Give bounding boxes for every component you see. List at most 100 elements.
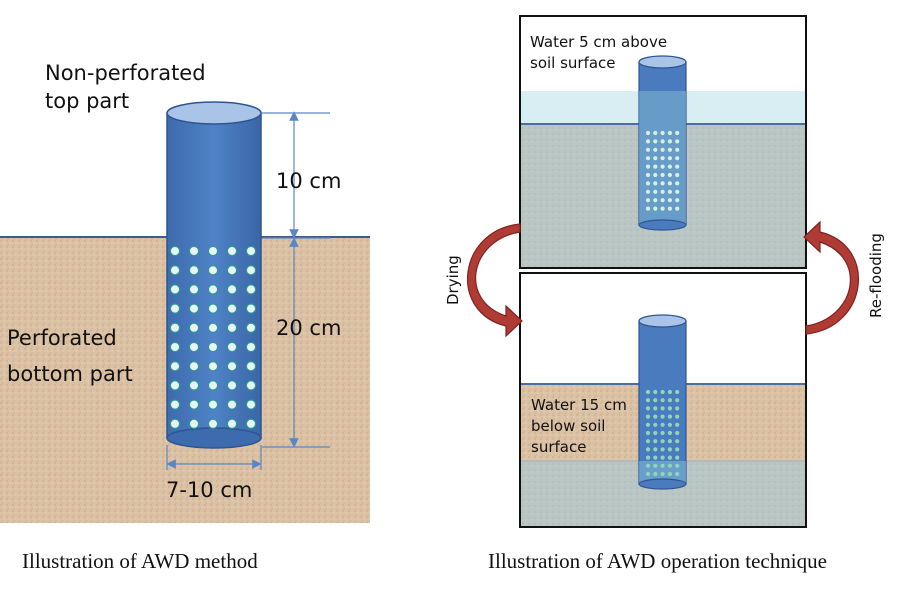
- perforation-hole: [653, 172, 658, 178]
- perforation-hole: [675, 164, 680, 169]
- perforation-hole: [169, 265, 181, 276]
- perforation-hole: [645, 389, 651, 395]
- top-part-label-2: top part: [45, 89, 129, 113]
- perforation-hole: [675, 447, 680, 452]
- perforation-hole: [207, 341, 219, 353]
- perforation-hole: [226, 322, 238, 333]
- perforation-hole: [675, 181, 680, 186]
- perforation-hole: [675, 147, 680, 152]
- perforation-hole: [675, 471, 680, 477]
- perforation-hole: [169, 322, 181, 333]
- perforation-hole: [645, 430, 651, 436]
- perforation-hole: [667, 206, 673, 211]
- perforation-hole: [207, 418, 219, 429]
- perforation-hole: [675, 430, 680, 436]
- perforation-hole: [660, 406, 665, 411]
- perforation-hole: [667, 406, 673, 411]
- perforation-hole: [667, 471, 673, 477]
- dry-water-label: Water 15 cm: [531, 396, 627, 414]
- perforation-hole: [226, 361, 238, 372]
- perforation-hole: [207, 265, 219, 276]
- perforation-hole: [226, 380, 238, 391]
- perforation-hole: [169, 303, 181, 314]
- bottom-part-label-2: bottom part: [7, 362, 133, 386]
- perforation-hole: [645, 181, 651, 186]
- perforation-hole: [645, 414, 651, 419]
- dimension-width-label: 7-10 cm: [166, 478, 252, 502]
- flooded-water-label-2: soil surface: [530, 54, 616, 72]
- perforation-hole: [653, 147, 658, 152]
- perforation-hole: [169, 399, 181, 410]
- perforation-hole: [188, 418, 200, 429]
- perforation-hole: [660, 130, 665, 136]
- flooded-pipe: [638, 55, 687, 231]
- perforation-hole: [660, 181, 665, 186]
- perforation-hole: [245, 380, 257, 391]
- perforation-hole: [660, 198, 665, 203]
- drying-arrow: [467, 223, 523, 338]
- dry-pipe: [638, 314, 687, 490]
- perforation-hole: [207, 380, 219, 391]
- perforation-hole: [653, 206, 658, 211]
- perforation-hole: [653, 189, 658, 194]
- perforation-hole: [660, 206, 665, 211]
- perforation-hole: [660, 172, 665, 178]
- perforation-hole: [667, 189, 673, 194]
- perforation-hole: [653, 406, 658, 411]
- perforation-hole: [245, 341, 257, 353]
- perforation-hole: [667, 447, 673, 452]
- perforation-hole: [660, 463, 665, 468]
- perforation-hole: [188, 284, 200, 295]
- flooded-water-label: Water 5 cm above: [530, 33, 667, 51]
- perforation-hole: [675, 406, 680, 411]
- perforation-hole: [188, 322, 200, 333]
- perforation-hole: [226, 341, 238, 353]
- perforation-hole: [675, 189, 680, 194]
- perforation-hole: [667, 389, 673, 395]
- perforation-hole: [226, 265, 238, 276]
- perforation-hole: [675, 156, 680, 161]
- perforation-hole: [660, 430, 665, 436]
- perforation-hole: [645, 172, 651, 178]
- perforation-hole: [660, 398, 665, 403]
- perforation-hole: [169, 245, 181, 257]
- perforation-hole: [188, 361, 200, 372]
- reflooding-label: Re-flooding: [867, 233, 885, 318]
- perforation-hole: [675, 414, 680, 419]
- perforation-hole: [667, 130, 673, 136]
- perforation-hole: [645, 463, 651, 468]
- perforation-hole: [645, 147, 651, 152]
- perforation-hole: [645, 206, 651, 211]
- perforation-hole: [653, 447, 658, 452]
- flooded-state-box: Water 5 cm above soil surface: [519, 15, 807, 269]
- perforation-hole: [645, 447, 651, 452]
- reflooding-arrow: [803, 220, 859, 335]
- perforation-hole: [645, 164, 651, 169]
- perforation-hole: [667, 439, 673, 444]
- perforation-hole: [188, 303, 200, 314]
- perforation-hole: [660, 447, 665, 452]
- perforation-hole: [653, 414, 658, 419]
- perforation-hole: [660, 156, 665, 161]
- perforation-hole: [245, 322, 257, 333]
- dimension-bottom-label: 20 cm: [276, 316, 341, 340]
- perforation-hole: [245, 418, 257, 429]
- perforation-hole: [667, 164, 673, 169]
- perforation-hole: [207, 399, 219, 410]
- perforation-hole: [188, 380, 200, 391]
- perforation-hole: [245, 265, 257, 276]
- perforation-hole: [653, 455, 658, 460]
- perforation-hole: [653, 198, 658, 203]
- perforation-hole: [188, 265, 200, 276]
- perforation-hole: [207, 303, 219, 314]
- perforation-hole: [653, 181, 658, 186]
- perforation-hole: [226, 245, 238, 257]
- perforation-hole: [667, 139, 673, 144]
- perforation-hole: [675, 455, 680, 460]
- perforation-hole: [653, 471, 658, 477]
- perforation-hole: [660, 455, 665, 460]
- perforation-hole: [226, 399, 238, 410]
- perforation-hole: [667, 147, 673, 152]
- perforation-hole: [645, 198, 651, 203]
- perforation-hole: [660, 422, 665, 427]
